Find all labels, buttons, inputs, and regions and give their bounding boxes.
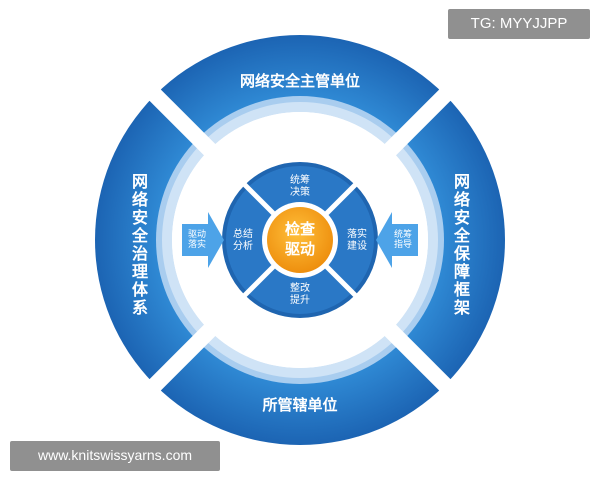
inner-label-bottom: 整改提升 [290,283,310,306]
center-circle [267,207,333,273]
right-arrow [376,212,418,268]
outer-label-top: 网络安全主管单位 [239,72,360,90]
outer-label-right: 网络安全保障框架 [451,173,470,317]
arrow-label-left: 驱动落实 [187,230,206,250]
outer-label-bottom: 所管辖单位 [262,396,338,414]
inner-label-right: 落实建设 [347,229,367,252]
watermark-site: www.knitswissyarns.com [10,441,220,471]
center-label: 检查驱动 [284,220,315,258]
inner-label-left: 总结分析 [233,229,253,252]
outer-label-left: 网络安全治理体系 [129,173,148,317]
arrow-label-right: 统筹指导 [393,230,412,250]
inner-label-top: 统筹决策 [290,175,310,198]
left-arrow [182,212,224,268]
watermark-tg: TG: MYYJJPP [448,9,590,39]
